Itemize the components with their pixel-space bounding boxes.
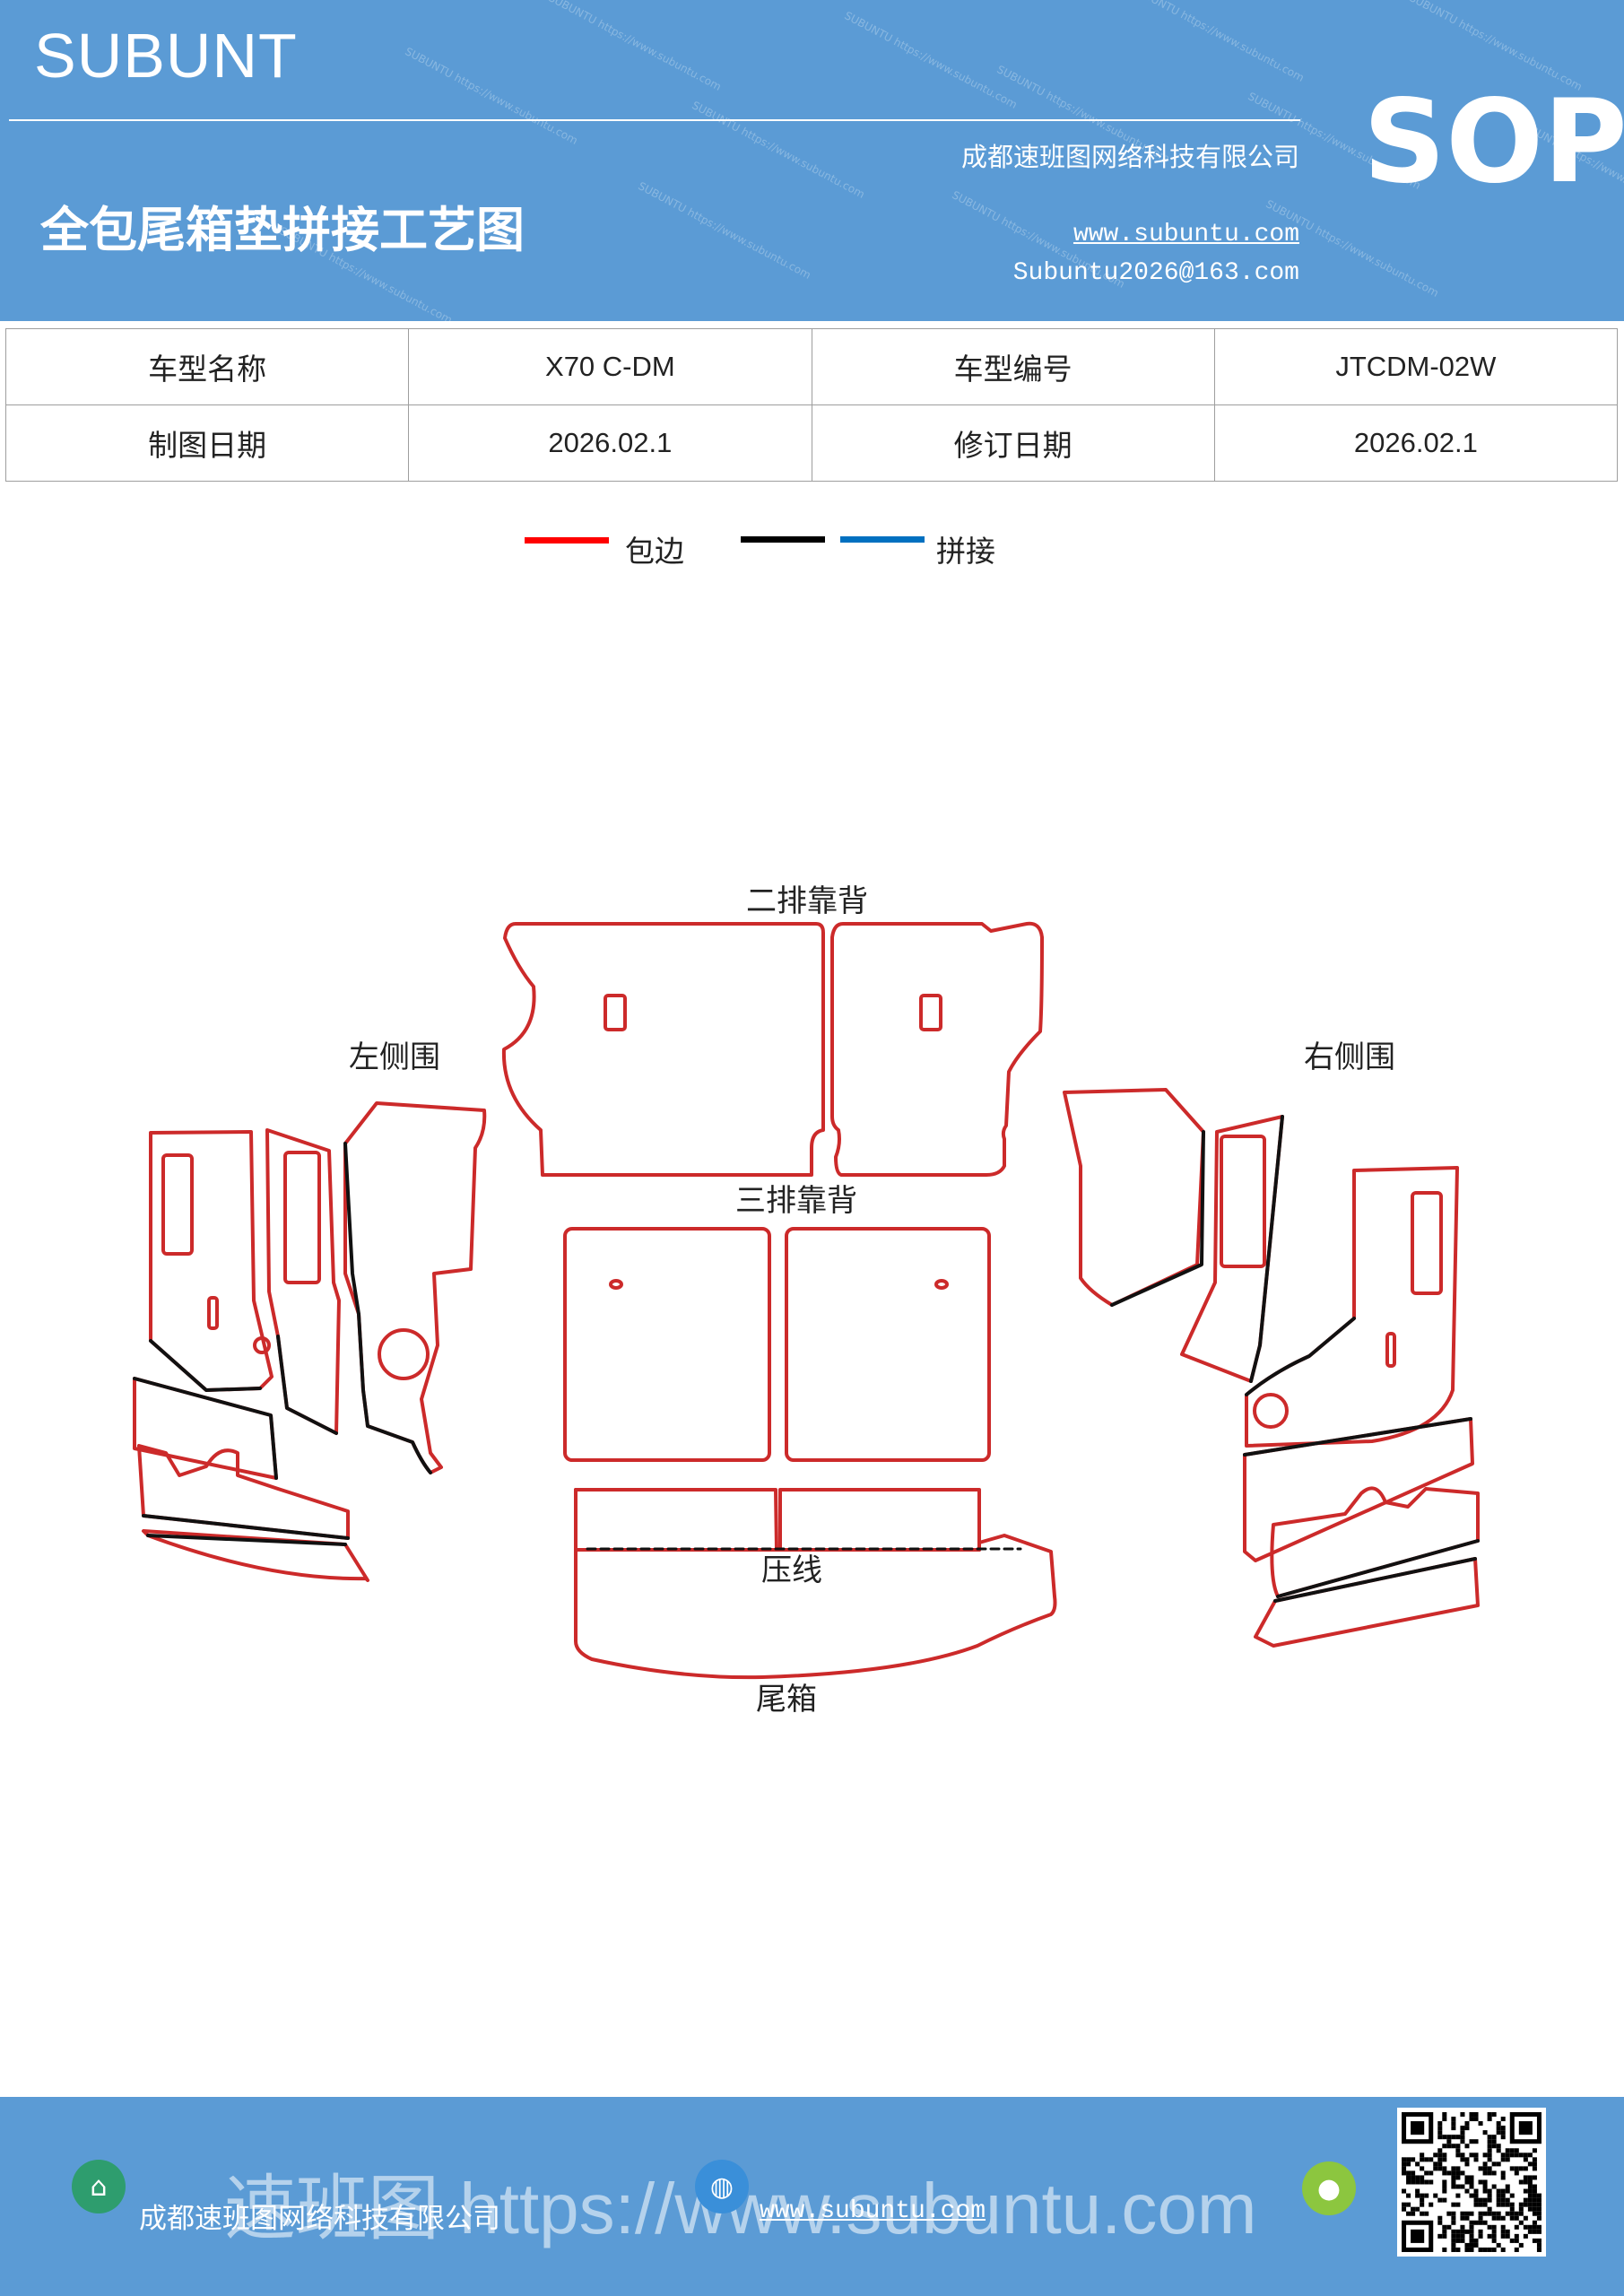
mat-layout-diagram: 二排靠背 左侧围 右侧围 三排靠背 压线 尾箱 bbox=[133, 883, 1480, 1718]
right-side-seam-strip-1 bbox=[1243, 1417, 1472, 1457]
trunk-upper-left-panel bbox=[574, 1488, 778, 1552]
right-side-panel-a bbox=[1063, 1088, 1205, 1307]
left-side-seam-strip-3 bbox=[146, 1534, 347, 1546]
legend-swatch-splice bbox=[840, 536, 925, 543]
third-row-back-left-hole bbox=[609, 1279, 623, 1290]
table-row: 车型名称 X70 C-DM 车型编号 JTCDM-02W bbox=[4, 328, 1619, 405]
left-side-seam-a bbox=[149, 1339, 262, 1392]
sop-label: SOP bbox=[1363, 75, 1624, 209]
model-name-value: X70 C-DM bbox=[408, 328, 812, 405]
model-name-label: 车型名称 bbox=[4, 328, 410, 405]
vehicle-info-table: 车型名称 X70 C-DM 车型编号 JTCDM-02W 制图日期 2026.0… bbox=[4, 328, 1619, 482]
revision-date-label: 修订日期 bbox=[811, 404, 1215, 482]
left-side-slot-a bbox=[207, 1296, 219, 1330]
left-side-speaker-hole bbox=[378, 1328, 430, 1380]
trunk-floor-panel bbox=[574, 1488, 1057, 1680]
left-side-strip-2 bbox=[137, 1444, 350, 1540]
footer-company-name: 成都速班图网络科技有限公司 bbox=[139, 2203, 500, 2235]
wechat-icon: ● bbox=[1302, 2161, 1356, 2215]
second-row-back-right-panel bbox=[830, 921, 1044, 1177]
brand-logo-text: SUBUNT bbox=[34, 21, 298, 91]
left-side-strip-3 bbox=[142, 1529, 369, 1582]
footer-banner: 速班图 https://www.subuntu.com ⌂ 成都速班图网络科技有… bbox=[0, 2097, 1624, 2296]
qr-code bbox=[1397, 2108, 1546, 2257]
globe-icon: ◍ bbox=[695, 2160, 749, 2213]
left-side-window-b bbox=[283, 1151, 321, 1284]
third-row-back-label: 三排靠背 bbox=[735, 1183, 857, 1219]
left-side-strip-1 bbox=[133, 1377, 278, 1480]
table-row: 制图日期 2026.02.1 修订日期 2026.02.1 bbox=[4, 404, 1619, 482]
left-side-seam-strip-1 bbox=[133, 1377, 278, 1480]
right-side-strip-2 bbox=[1270, 1486, 1480, 1598]
website-link[interactable]: www.subuntu.com bbox=[1073, 221, 1299, 248]
header-divider bbox=[9, 119, 1300, 121]
crease-line-label: 压线 bbox=[761, 1552, 822, 1588]
legend-swatch-edge bbox=[525, 537, 609, 544]
left-side-seam-b bbox=[276, 1335, 338, 1435]
model-code-label: 车型编号 bbox=[811, 328, 1215, 405]
revision-date-value: 2026.02.1 bbox=[1213, 404, 1619, 482]
right-side-seam-c bbox=[1245, 1317, 1356, 1396]
second-row-back-label: 二排靠背 bbox=[746, 883, 868, 919]
right-side-window-c bbox=[1411, 1191, 1443, 1295]
right-side-window-b bbox=[1220, 1135, 1266, 1268]
footer-website-link[interactable]: www.subuntu.com bbox=[760, 2197, 986, 2225]
right-side-seam-strip-3 bbox=[1273, 1557, 1477, 1603]
legend-label-edge: 包边 bbox=[625, 534, 684, 569]
left-side-label: 左侧围 bbox=[349, 1039, 440, 1075]
drawing-date-value: 2026.02.1 bbox=[408, 404, 812, 482]
email-address: Subuntu2026@163.com bbox=[1012, 259, 1299, 287]
second-row-back-right-slot bbox=[919, 994, 942, 1031]
left-side-window-a bbox=[161, 1153, 194, 1256]
second-row-back-left-slot bbox=[604, 994, 627, 1031]
right-side-seam-b bbox=[1249, 1115, 1284, 1383]
third-row-back-right-hole bbox=[934, 1279, 949, 1290]
left-side-panel-a bbox=[149, 1130, 274, 1392]
right-side-slot-c bbox=[1385, 1332, 1396, 1368]
qr-code-pattern bbox=[1402, 2112, 1541, 2252]
left-side-hole-a bbox=[253, 1336, 271, 1354]
model-code-value: JTCDM-02W bbox=[1213, 328, 1619, 405]
right-side-panel-c bbox=[1245, 1166, 1459, 1448]
third-row-back-right-panel bbox=[785, 1227, 991, 1462]
legend-label-splice: 拼接 bbox=[936, 534, 995, 569]
third-row-back-left-panel bbox=[563, 1227, 771, 1462]
right-side-seam-a bbox=[1110, 1130, 1205, 1307]
trunk-upper-right-panel bbox=[778, 1488, 981, 1552]
building-icon: ⌂ bbox=[72, 2160, 126, 2213]
left-side-seam-c bbox=[343, 1142, 432, 1474]
page-title: 全包尾箱垫拼接工艺图 bbox=[40, 201, 525, 258]
trunk-label: 尾箱 bbox=[756, 1682, 817, 1718]
second-row-back-left-panel bbox=[501, 922, 825, 1177]
left-side-seam-strip-2 bbox=[142, 1514, 350, 1540]
right-side-label: 右侧围 bbox=[1304, 1039, 1395, 1075]
drawing-date-label: 制图日期 bbox=[4, 404, 410, 482]
legend-swatch-seam bbox=[741, 536, 825, 543]
right-side-seam-strip-2 bbox=[1276, 1539, 1480, 1598]
right-side-hole-c bbox=[1253, 1393, 1289, 1429]
company-name: 成都速班图网络科技有限公司 bbox=[960, 142, 1299, 172]
